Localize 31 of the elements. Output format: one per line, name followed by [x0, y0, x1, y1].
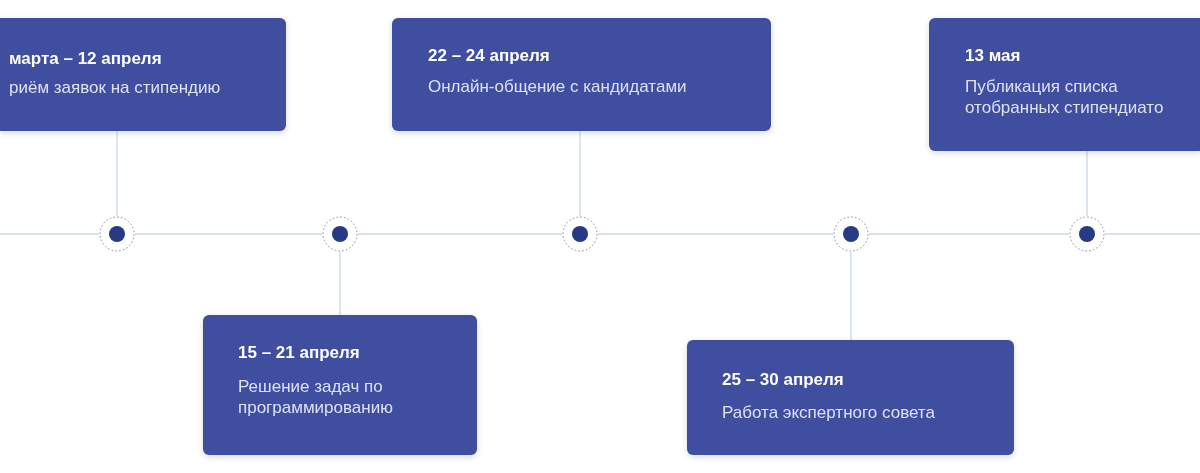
event-card [0, 18, 286, 131]
timeline-line [0, 233, 100, 235]
connector-line [116, 130, 118, 217]
connector-line [850, 251, 852, 341]
date-heading: 22 – 24 апреля [428, 46, 550, 66]
event-card [203, 315, 477, 455]
event-card [392, 18, 771, 131]
timeline-line [868, 233, 1070, 235]
timeline-line [357, 233, 563, 235]
date-heading: 25 – 30 апреля [722, 370, 844, 390]
event-card [687, 340, 1014, 455]
date-heading: 13 мая [965, 46, 1021, 66]
event-description: риём заявок на стипендию [9, 77, 221, 98]
milestone-dot-icon [562, 216, 598, 252]
event-description: Работа экспертного совета [722, 402, 935, 423]
timeline-line [1104, 233, 1200, 235]
event-card [929, 18, 1200, 151]
connector-line [579, 130, 581, 217]
event-description: Публикация списка отобранных стипендиато [965, 76, 1165, 118]
event-description: Онлайн-общение с кандидатами [428, 76, 687, 97]
timeline-line [597, 233, 834, 235]
connector-line [339, 251, 341, 316]
date-heading: 15 – 21 апреля [238, 343, 360, 363]
milestone-dot-icon [833, 216, 869, 252]
date-heading: марта – 12 апреля [9, 49, 162, 69]
timeline-line [134, 233, 323, 235]
milestone-dot-icon [322, 216, 358, 252]
event-description: Решение задач по программированию [238, 376, 394, 418]
connector-line [1086, 150, 1088, 217]
milestone-dot-icon [99, 216, 135, 252]
milestone-dot-icon [1069, 216, 1105, 252]
